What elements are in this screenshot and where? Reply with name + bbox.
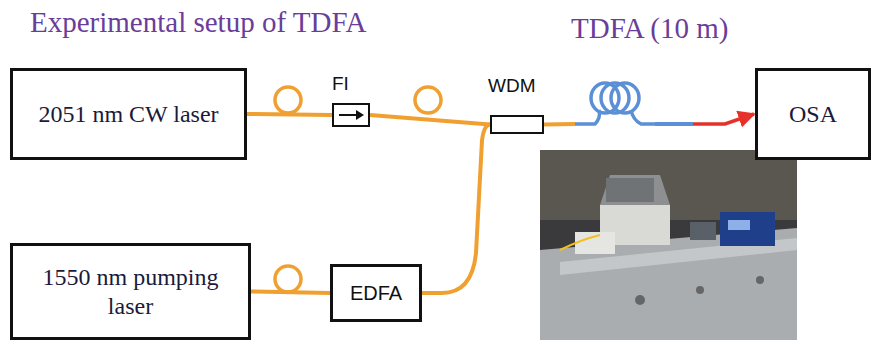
fiber-link — [655, 114, 754, 124]
fiber-loop — [275, 87, 301, 113]
isolator-arrow — [334, 105, 368, 125]
box-label: EDFA — [342, 281, 410, 305]
box-label: OSA — [781, 100, 845, 129]
fiber-link — [544, 124, 575, 126]
part-label: WDM — [488, 75, 535, 97]
fiber-link — [370, 115, 490, 125]
part-label: TDFA (10 m) — [571, 12, 728, 45]
part-label: FI — [332, 73, 349, 95]
laser-box: 2051 nm CW laser — [10, 68, 247, 160]
fiber-link — [247, 114, 332, 115]
wdm-coupler: WDM — [490, 115, 544, 134]
amplifier-box: EDFA — [330, 264, 422, 322]
box-label: 1550 nm pumping laser — [13, 263, 248, 321]
diagram-title: Experimental setup of TDFA — [30, 6, 366, 39]
fiber-link — [422, 125, 490, 294]
analyzer-box: OSA — [755, 68, 871, 160]
fiber-link — [251, 292, 330, 294]
laser-box: 1550 nm pumping laser — [10, 243, 251, 340]
lab-photo — [540, 150, 797, 340]
fiber-loop — [275, 266, 301, 292]
tdfa-coil: TDFA (10 m) — [575, 78, 655, 126]
fiber-coil — [575, 78, 655, 126]
fiber-loop — [415, 87, 441, 113]
box-label: 2051 nm CW laser — [30, 100, 226, 129]
isolator-box: FI — [332, 103, 370, 127]
